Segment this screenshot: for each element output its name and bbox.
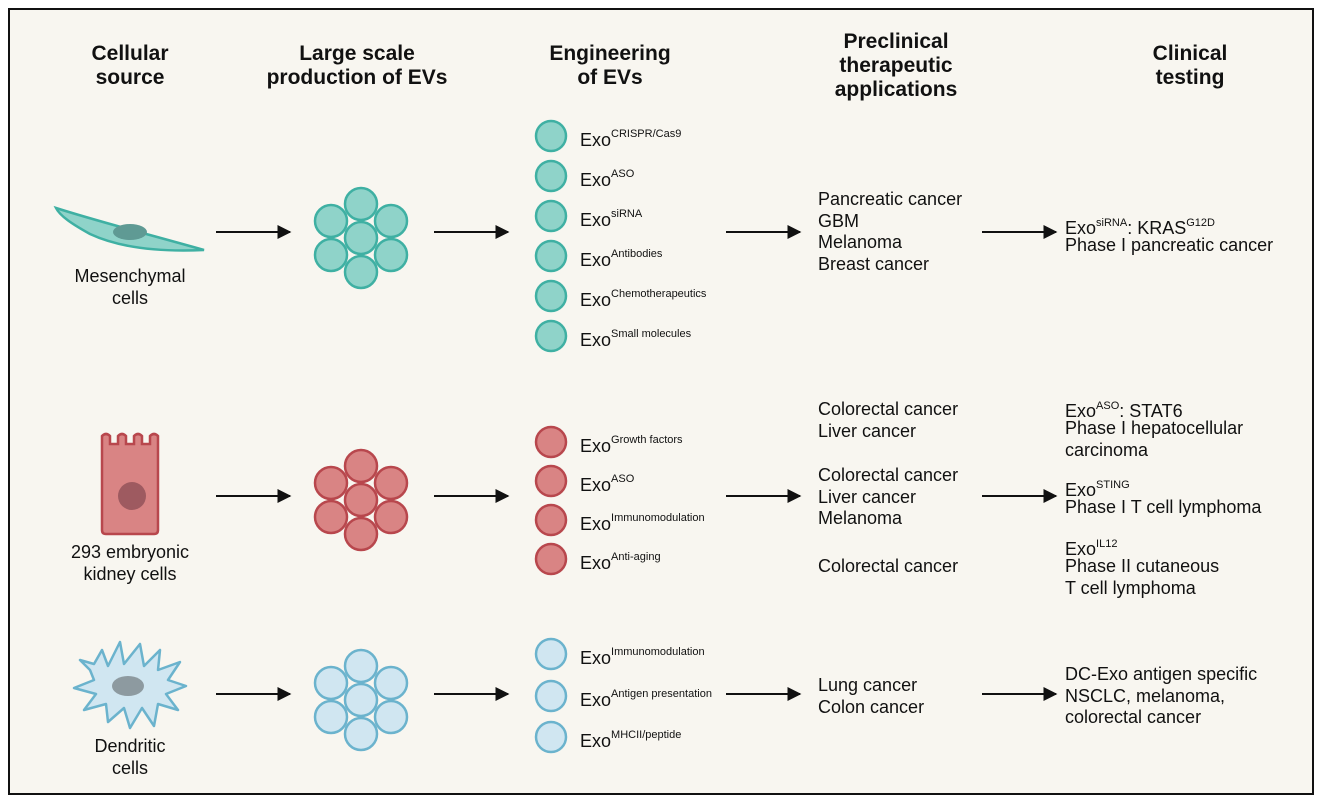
cell-label-hek: 293 embryonic kidney cells bbox=[70, 542, 190, 584]
ev-vesicle bbox=[313, 699, 349, 735]
ev-vesicle bbox=[313, 465, 349, 501]
clinical-dc-exo: DC-Exo antigen specific NSCLC, melanoma,… bbox=[1065, 664, 1258, 727]
exo-label: ExoAntigen presentation bbox=[580, 688, 712, 710]
exo-vesicle bbox=[534, 637, 568, 671]
ev-vesicle bbox=[343, 648, 379, 684]
exo-vesicle bbox=[534, 425, 568, 459]
header-clinical: Clinical testing bbox=[1152, 42, 1228, 89]
exo-vesicle bbox=[534, 464, 568, 498]
exo-label: ExoImmunomodulation bbox=[580, 512, 705, 534]
mesenchymal-cell-icon bbox=[53, 205, 205, 252]
clinical-exo-il12: ExoIL12 bbox=[1065, 538, 1118, 559]
exo-vesicle bbox=[534, 159, 568, 193]
ev-vesicle bbox=[373, 699, 409, 735]
exo-label: ExoGrowth factors bbox=[580, 434, 683, 456]
clinical-phase-row2b: Phase I T cell lymphoma bbox=[1065, 497, 1262, 517]
exo-vesicle bbox=[534, 239, 568, 273]
exo-vesicle bbox=[534, 503, 568, 537]
ev-vesicle bbox=[313, 665, 349, 701]
cell-label-mesenchymal: Mesenchymal cells bbox=[74, 266, 186, 308]
exo-vesicle bbox=[534, 720, 568, 754]
exo-vesicle bbox=[534, 542, 568, 576]
ev-vesicle bbox=[343, 682, 379, 718]
ev-vesicle bbox=[313, 499, 349, 535]
preclinical-list-row2a: Colorectal cancer Liver cancer bbox=[818, 399, 959, 441]
exo-vesicle bbox=[534, 319, 568, 353]
ev-vesicle bbox=[343, 220, 379, 256]
header-preclinical: Preclinical therapeutic applications bbox=[834, 30, 958, 101]
dendritic-cell-icon bbox=[72, 640, 188, 730]
ev-vesicle bbox=[373, 203, 409, 239]
ev-vesicle bbox=[343, 516, 379, 552]
preclinical-list-row3: Lung cancer Colon cancer bbox=[818, 675, 925, 717]
clinical-phase-row1: Phase I pancreatic cancer bbox=[1065, 235, 1274, 255]
ev-vesicle bbox=[373, 665, 409, 701]
diagram-canvas bbox=[53, 119, 1058, 754]
exo-label: ExoASO bbox=[580, 473, 635, 495]
exo-label: ExoChemotherapeutics bbox=[580, 288, 707, 310]
ev-cluster bbox=[313, 648, 409, 752]
exo-label: ExoAntibodies bbox=[580, 248, 663, 270]
ev-vesicle bbox=[373, 237, 409, 273]
header-cellular-source: Cellular source bbox=[91, 42, 169, 89]
ev-vesicle bbox=[313, 203, 349, 239]
ev-vesicle bbox=[343, 186, 379, 222]
hek-cell-icon bbox=[100, 432, 160, 536]
exo-label: ExoAnti-aging bbox=[580, 551, 661, 573]
exo-label: ExoMHCII/peptide bbox=[580, 729, 682, 751]
clinical-phase-row2a: Phase I hepatocellular carcinoma bbox=[1065, 418, 1244, 460]
ev-vesicle bbox=[343, 482, 379, 518]
ev-cluster bbox=[313, 186, 409, 290]
ev-vesicle bbox=[343, 254, 379, 290]
ev-vesicle bbox=[313, 237, 349, 273]
exo-label: ExoCRISPR/Cas9 bbox=[580, 128, 682, 150]
clinical-exo-sirna: ExosiRNA: KRASG12D bbox=[1065, 217, 1215, 238]
cell-label-dendritic: Dendritic cells bbox=[94, 736, 166, 778]
ev-vesicle bbox=[373, 465, 409, 501]
exo-vesicle bbox=[534, 279, 568, 313]
figure-frame: Cellular source Large scale production o… bbox=[8, 8, 1314, 795]
exo-vesicle bbox=[534, 679, 568, 713]
ev-vesicle bbox=[343, 716, 379, 752]
exo-vesicle bbox=[534, 199, 568, 233]
clinical-phase-row2c: Phase II cutaneous T cell lymphoma bbox=[1065, 556, 1220, 598]
exo-label: ExoImmunomodulation bbox=[580, 646, 705, 668]
exo-label: ExosiRNA bbox=[580, 208, 643, 230]
exo-vesicle bbox=[534, 119, 568, 153]
exo-label: ExoASO bbox=[580, 168, 635, 190]
header-production: Large scale production of EVs bbox=[266, 42, 448, 89]
preclinical-list-row2b: Colorectal cancer Liver cancer Melanoma bbox=[818, 465, 959, 528]
ev-cluster bbox=[313, 448, 409, 552]
ev-vesicle bbox=[343, 448, 379, 484]
header-engineering: Engineering of EVs bbox=[549, 42, 671, 89]
preclinical-list-row2c: Colorectal cancer bbox=[818, 556, 959, 576]
preclinical-list-row1: Pancreatic cancer GBM Melanoma Breast ca… bbox=[818, 189, 963, 274]
clinical-exo-sting: ExoSTING bbox=[1065, 479, 1130, 500]
exo-label: ExoSmall molecules bbox=[580, 328, 692, 350]
clinical-exo-aso: ExoASO: STAT6 bbox=[1065, 400, 1183, 421]
ev-vesicle bbox=[373, 499, 409, 535]
